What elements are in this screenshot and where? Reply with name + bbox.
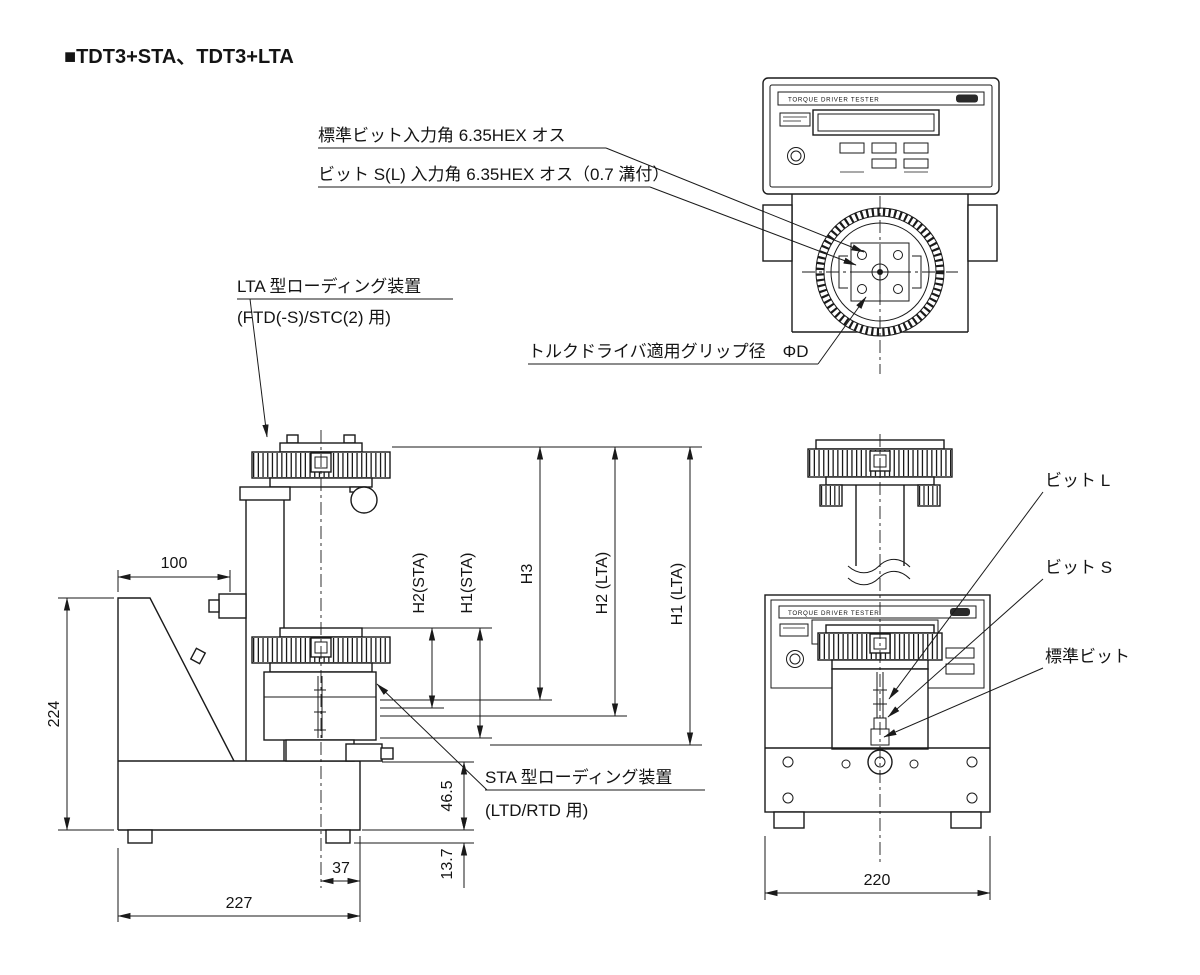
base [118, 760, 361, 831]
dim-220: 220 [864, 872, 891, 889]
dim-100: 100 [161, 555, 188, 572]
lta-loading-device [239, 434, 391, 514]
right-mount-tab [967, 204, 998, 262]
base-bolt [966, 792, 978, 804]
arm-clamp [218, 593, 247, 619]
callout-note: (LTD/RTD 用) [485, 801, 588, 820]
callout-std-bit-input: 標準ビット入力角 6.35HEX オス [318, 126, 865, 253]
leader-line [888, 491, 1044, 700]
brand-logo-icon [956, 94, 978, 103]
model-label-block [779, 623, 809, 637]
callout-bit-l: ビット L [888, 471, 1110, 700]
callout-grip-diameter: トルクドライバ適用グリップ径 ΦD [528, 296, 867, 365]
dim-46-5: 46.5 [439, 780, 456, 811]
dimensions: 100 224 227 37 46.5 13.7 220 [46, 446, 991, 922]
top-view: TORQUE DRIVER TESTER [762, 77, 1000, 374]
base-bolt [782, 756, 794, 768]
callout-text: トルクドライバ適用グリップ径 ΦD [528, 342, 809, 361]
control-panel [762, 77, 1000, 195]
foot [773, 811, 805, 829]
base-bolt [782, 792, 794, 804]
break-line [847, 558, 911, 574]
panel-button [871, 142, 897, 154]
lta-knob [350, 486, 378, 514]
callouts: 標準ビット入力角 6.35HEX オス ビット S(L) 入力角 6.35HEX… [237, 126, 1130, 820]
page-title: ■TDT3+STA、TDT3+LTA [64, 46, 294, 68]
callout-text: ビット L [1045, 471, 1110, 490]
callout-note: (FTD(-S)/STC(2) 用) [237, 308, 391, 327]
side-view [117, 430, 394, 888]
sta-body [263, 671, 377, 741]
panel-button [903, 158, 929, 169]
leader-line [817, 296, 867, 365]
left-mount-tab [762, 204, 793, 262]
callout-sta-device: STA 型ローディング装置 (LTD/RTD 用) [376, 683, 705, 820]
brand-logo-icon [950, 608, 970, 616]
base-bolt [966, 756, 978, 768]
brand-strip [777, 91, 985, 106]
callout-lta-device: LTA 型ローディング装置 (FTD(-S)/STC(2) 用) [237, 276, 453, 438]
dim-37: 37 [332, 860, 350, 877]
callout-text: LTA 型ローディング装置 [237, 276, 421, 296]
callout-text: 標準ビット [1045, 647, 1130, 666]
leader-line [249, 298, 269, 438]
panel-button [839, 142, 865, 154]
front-view: TORQUE DRIVER TESTER [764, 434, 991, 862]
break-line [847, 570, 911, 586]
foot [127, 829, 153, 844]
leader-line [887, 578, 1044, 718]
callout-text: ビット S [1045, 558, 1112, 577]
display-window [812, 109, 940, 136]
panel-button [871, 158, 897, 169]
panel-button [945, 647, 975, 659]
dim-h2-lta: H2 (LTA) [594, 552, 611, 615]
dim-h1-sta: H1(STA) [459, 552, 476, 613]
leader-line [883, 667, 1044, 738]
callout-text: STA 型ローディング装置 [485, 767, 672, 787]
dim-h3: H3 [519, 564, 536, 585]
callout-bit-sl-input: ビット S(L) 入力角 6.35HEX オス（0.7 溝付） [318, 165, 857, 266]
sta-loading-device [251, 627, 394, 762]
leader-line [376, 683, 488, 791]
panel-button [945, 663, 975, 675]
power-button [786, 650, 804, 668]
dim-227: 227 [226, 895, 253, 912]
dim-h1-lta: H1 (LTA) [669, 563, 686, 626]
brand-strip-text: TORQUE DRIVER TESTER [788, 97, 879, 104]
callout-text: ビット S(L) 入力角 6.35HEX オス（0.7 溝付） [318, 165, 669, 184]
brand-strip [778, 605, 977, 619]
callout-bit-s: ビット S [887, 558, 1112, 718]
panel-button [903, 142, 929, 154]
power-button [787, 147, 805, 165]
model-label-block [779, 112, 811, 127]
dim-13-7: 13.7 [439, 848, 456, 879]
foot [325, 829, 351, 844]
callout-standard-bit: 標準ビット [883, 647, 1130, 738]
callout-text: 標準ビット入力角 6.35HEX オス [318, 126, 566, 145]
dim-224: 224 [46, 701, 63, 728]
brand-strip-text: TORQUE DRIVER TESTER [788, 610, 879, 617]
body-profile [117, 597, 235, 830]
foot [950, 811, 982, 829]
leader-line [649, 186, 857, 266]
panel-switch [189, 647, 207, 665]
dim-h2-sta: H2(STA) [411, 552, 428, 613]
leader-line [605, 147, 865, 253]
